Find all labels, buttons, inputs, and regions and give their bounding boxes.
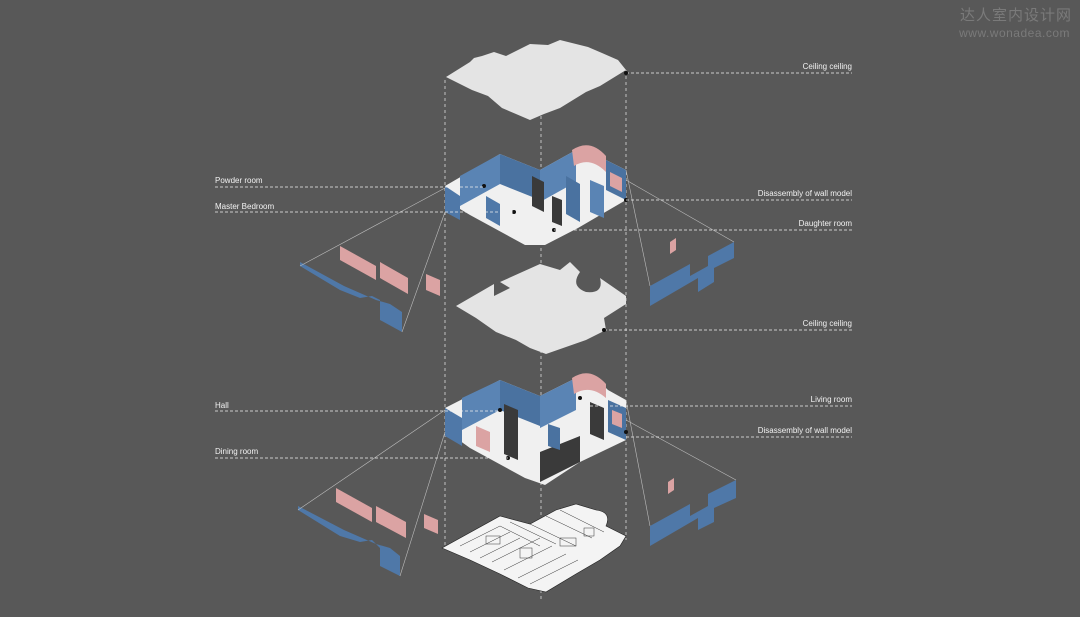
ceiling-slab-top bbox=[446, 40, 626, 120]
lower-floor-model bbox=[445, 373, 628, 485]
label-daughter-room: Daughter room bbox=[798, 219, 852, 228]
label-disassembly-lower: Disassembly of wall model bbox=[757, 426, 852, 435]
label-master-bedroom: Master Bedroom bbox=[215, 202, 275, 211]
leader-lines bbox=[215, 72, 852, 459]
label-dining-room: Dining room bbox=[215, 447, 259, 456]
wall-panels-upper-right bbox=[650, 238, 734, 306]
label-powder-room: Powder room bbox=[215, 176, 263, 185]
label-ceiling-middle: Ceiling ceiling bbox=[802, 319, 852, 328]
explosion-guide-lines bbox=[297, 169, 737, 577]
label-ceiling-top: Ceiling ceiling bbox=[802, 62, 852, 71]
wall-panels-lower-right bbox=[650, 478, 736, 546]
watermark-url: www.wonadea.com bbox=[959, 26, 1070, 40]
ceiling-slab-middle bbox=[456, 262, 626, 354]
floor-plan-base bbox=[441, 503, 627, 593]
upper-floor-model bbox=[445, 145, 628, 245]
label-living-room: Living room bbox=[810, 395, 852, 404]
wall-panels-lower-left bbox=[298, 488, 438, 576]
watermark-brand: 达人室内设计网 bbox=[959, 6, 1072, 24]
label-hall: Hall bbox=[215, 401, 229, 410]
label-disassembly-upper: Disassembly of wall model bbox=[757, 189, 852, 198]
leader-dots bbox=[602, 71, 628, 332]
wall-panels-upper-left bbox=[300, 246, 440, 332]
